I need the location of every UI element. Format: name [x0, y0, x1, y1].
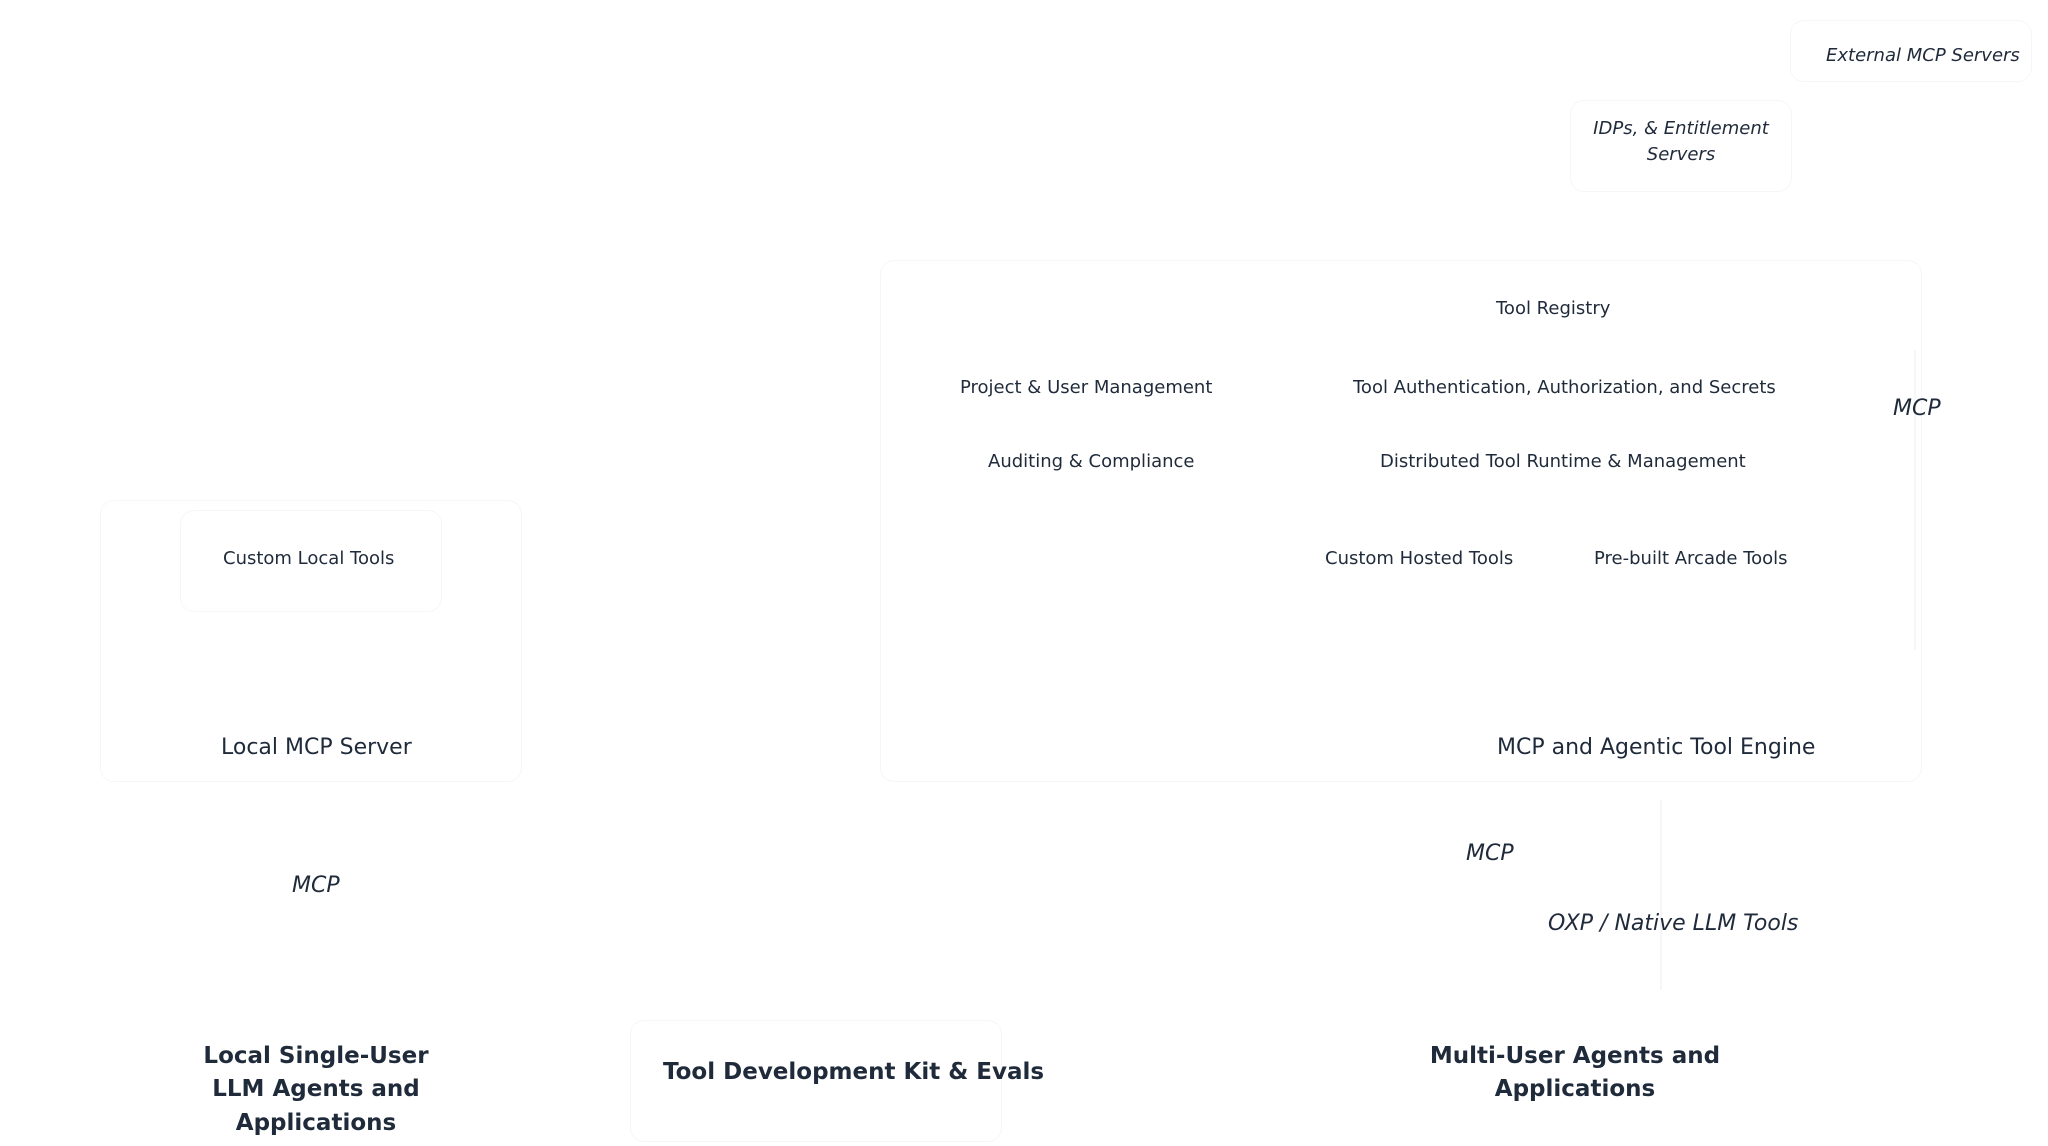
mcp-right-label: MCP	[1893, 396, 1941, 421]
tool-development-kit-label: Tool Development Kit & Evals	[663, 1059, 1045, 1085]
external-mcp-servers-label: External MCP Servers	[1826, 45, 2020, 66]
mcp-left-label: MCP	[292, 873, 340, 898]
tool-auth-secrets-label: Tool Authentication, Authorization, and …	[1353, 377, 1776, 398]
mcp-vertical-connector	[1914, 350, 1916, 650]
multi-user-agents-label: Multi-User Agents and Applications	[1429, 1043, 1721, 1103]
tdk-frame	[630, 1020, 1002, 1142]
local-single-user-label: Local Single-User LLM Agents and Applica…	[203, 1043, 429, 1136]
local-tools-frame	[180, 510, 442, 612]
custom-hosted-tools-label: Custom Hosted Tools	[1325, 548, 1514, 569]
idps-entitlement-label: IDPs, & Entitlement Servers	[1593, 118, 1769, 166]
prebuilt-arcade-tools-label: Pre-built Arcade Tools	[1594, 548, 1788, 569]
mcp-agentic-engine-label: MCP and Agentic Tool Engine	[1497, 735, 1816, 760]
distributed-runtime-label: Distributed Tool Runtime & Management	[1380, 451, 1746, 472]
local-mcp-server-label: Local MCP Server	[221, 735, 412, 760]
oxp-native-llm-tools-label: OXP / Native LLM Tools	[1548, 911, 1799, 936]
mcp-middle-label: MCP	[1466, 841, 1514, 866]
external-servers-frame	[1790, 20, 2032, 82]
tool-registry-label: Tool Registry	[1496, 298, 1611, 319]
project-user-management-label: Project & User Management	[960, 377, 1213, 398]
idp-frame	[1570, 100, 1792, 192]
engine-frame	[880, 260, 1922, 782]
oxp-vertical-connector	[1660, 800, 1662, 990]
local-server-frame	[100, 500, 522, 782]
auditing-compliance-label: Auditing & Compliance	[988, 451, 1195, 472]
custom-local-tools-label: Custom Local Tools	[223, 548, 395, 569]
